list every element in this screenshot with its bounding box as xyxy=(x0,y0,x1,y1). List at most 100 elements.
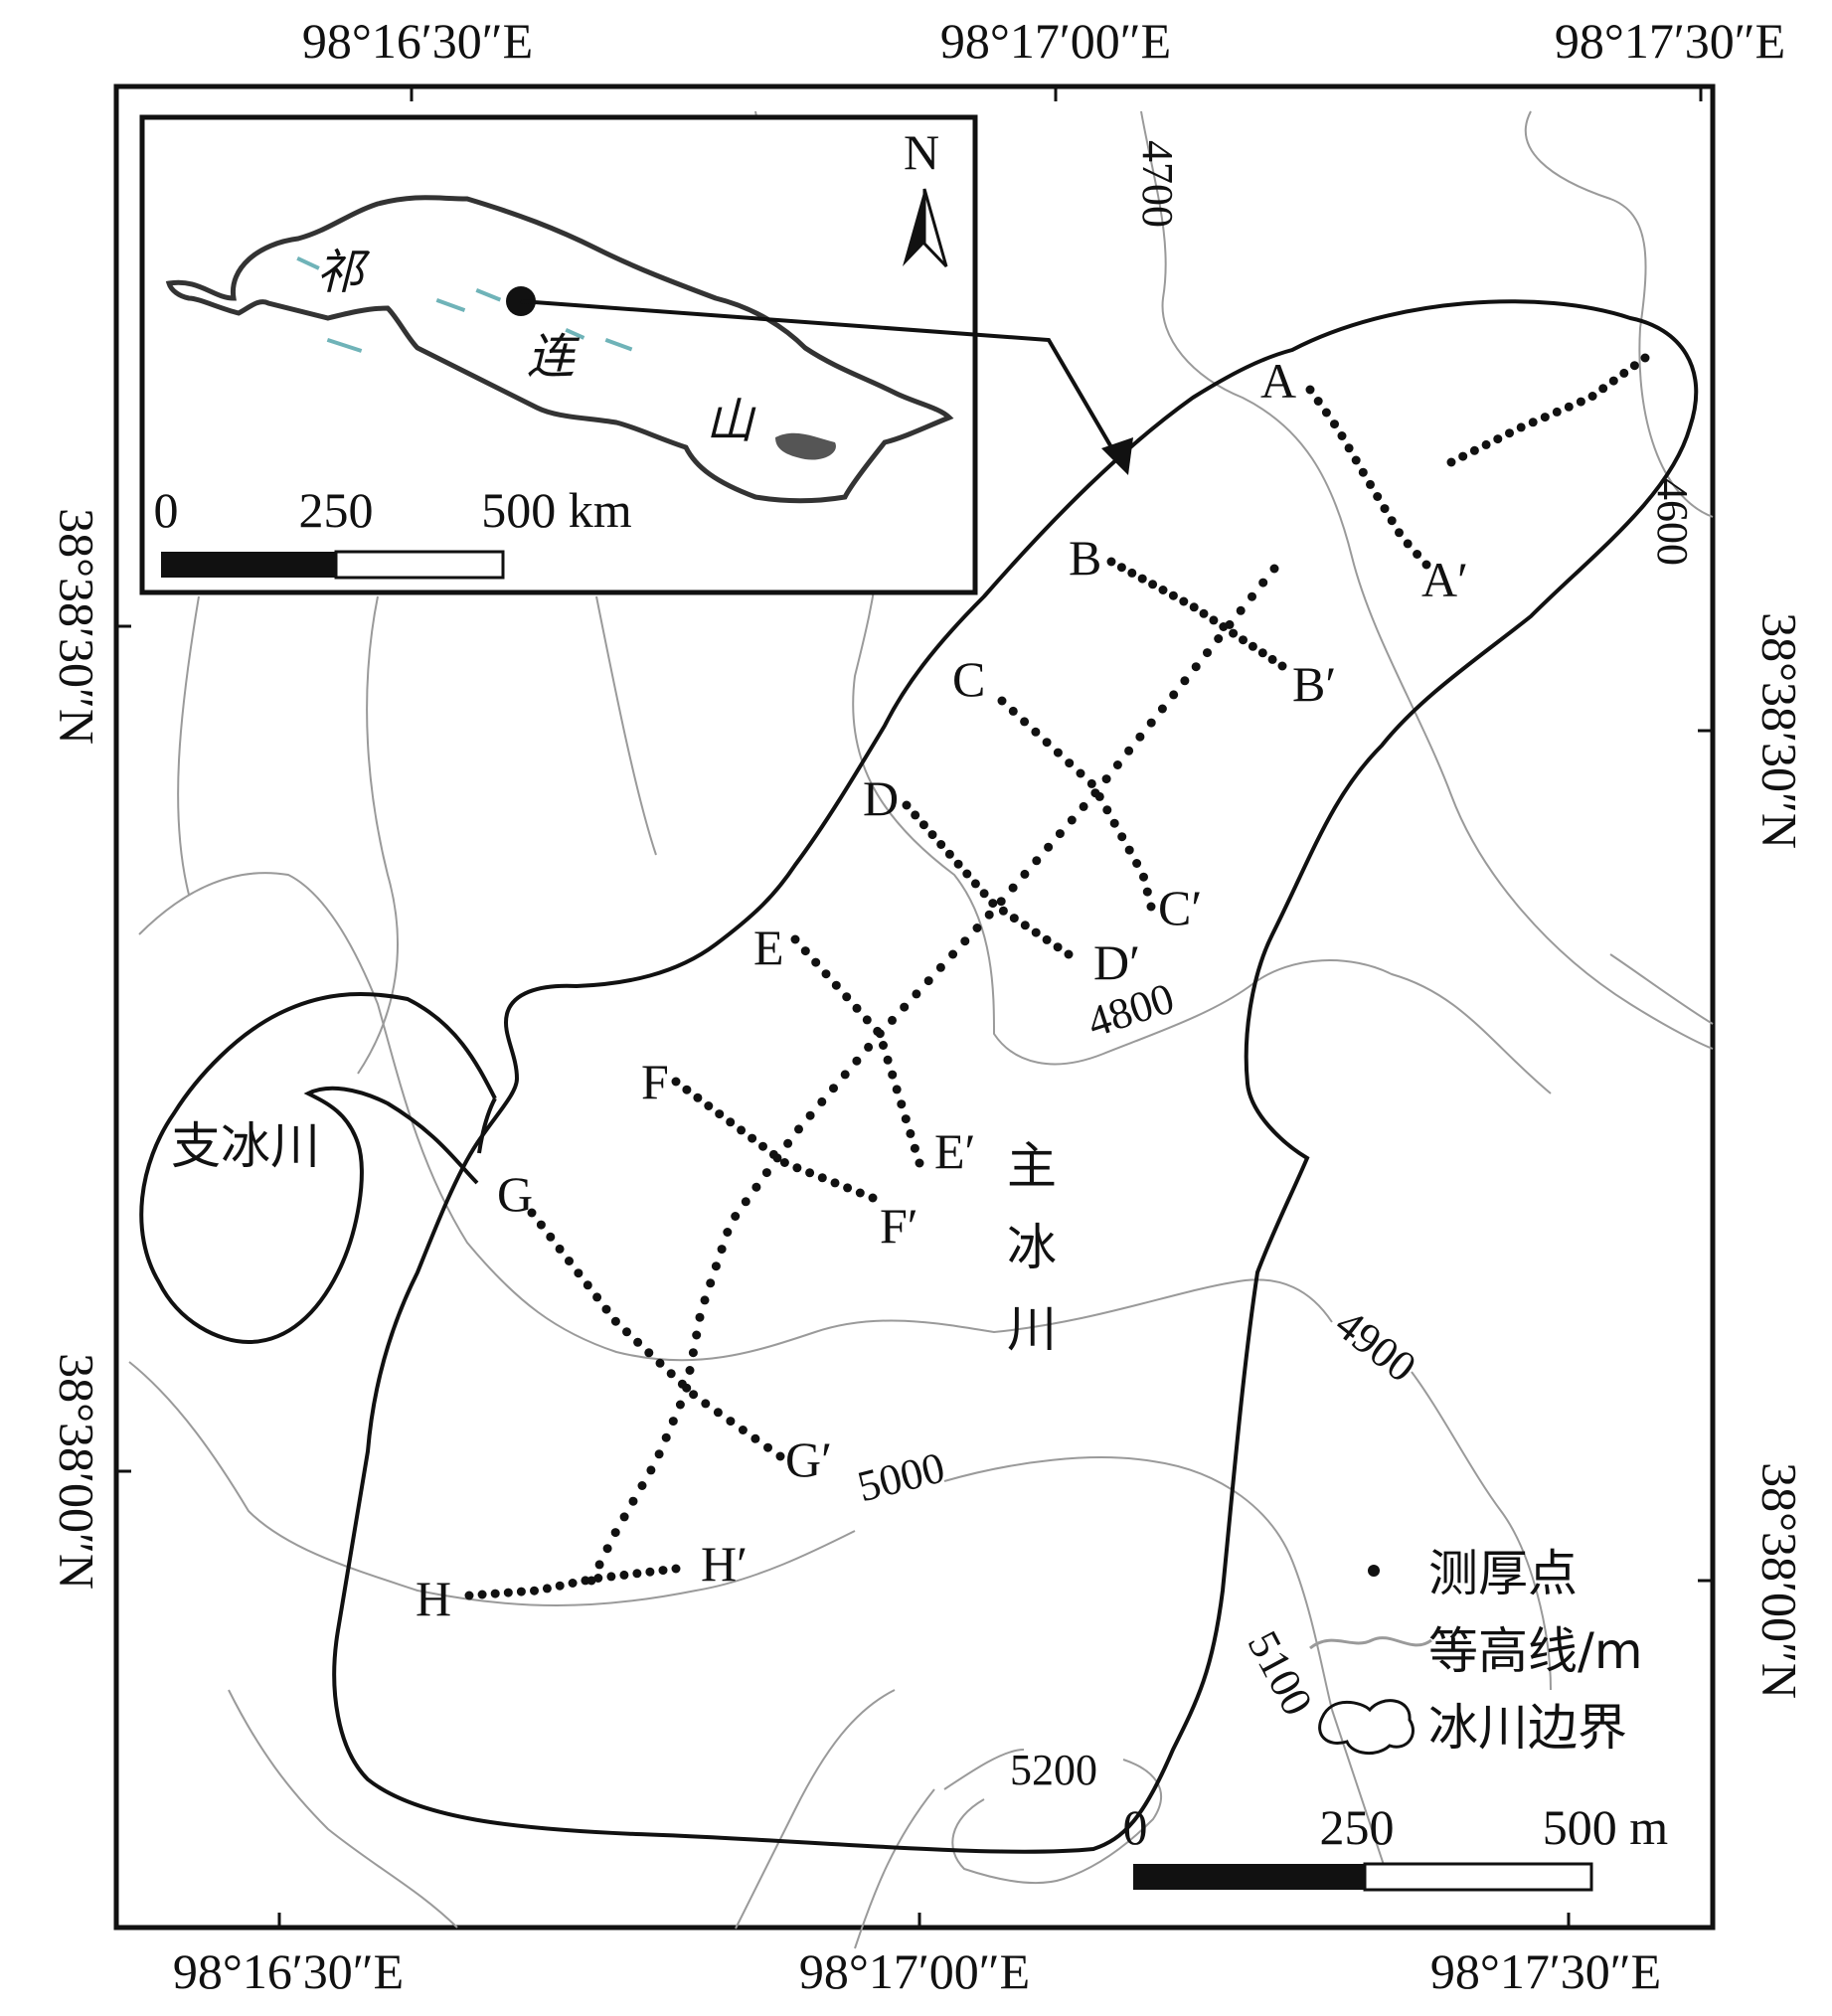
thickness-point xyxy=(689,1390,699,1400)
thickness-point xyxy=(1619,368,1629,378)
thickness-point xyxy=(671,1564,681,1574)
contour-bottom-1 xyxy=(854,1788,935,1949)
thickness-point xyxy=(1458,451,1468,461)
contour-4800-b xyxy=(1251,959,1552,1094)
thickness-point xyxy=(875,1029,885,1039)
thickness-point xyxy=(1199,608,1209,618)
thickness-point xyxy=(1640,353,1650,363)
thickness-point xyxy=(490,1589,500,1598)
thickness-point xyxy=(912,989,921,999)
thickness-point xyxy=(1101,774,1111,784)
thickness-point xyxy=(1493,434,1503,444)
thickness-point xyxy=(1258,578,1268,588)
thickness-point xyxy=(843,1183,853,1193)
thickness-point xyxy=(840,1070,850,1080)
thickness-point xyxy=(685,1366,695,1375)
thickness-point xyxy=(805,1110,815,1120)
thickness-point xyxy=(644,1348,654,1358)
thickness-point xyxy=(1020,717,1030,727)
thickness-point xyxy=(910,1143,919,1153)
top-lon-1: 98°16′30″E xyxy=(302,13,533,69)
thickness-point xyxy=(817,1173,827,1183)
profile-label-A: A xyxy=(1260,353,1296,409)
thickness-point xyxy=(763,1442,772,1452)
thickness-point xyxy=(1067,815,1077,825)
inset-dark-patch xyxy=(775,432,836,460)
profile-label-A-prime: A′ xyxy=(1421,552,1468,607)
thickness-point xyxy=(1564,402,1574,412)
thickness-point xyxy=(693,1092,703,1102)
thickness-point xyxy=(915,1158,924,1168)
thickness-point xyxy=(1124,845,1134,855)
thickness-point xyxy=(723,1228,733,1237)
thickness-point xyxy=(1042,934,1052,944)
thickness-point xyxy=(602,1544,612,1554)
thickness-point xyxy=(988,899,998,909)
thickness-point xyxy=(923,976,933,986)
thickness-point xyxy=(715,1109,725,1119)
legend-label-points: 测厚点 xyxy=(1428,1545,1578,1602)
main-glacier-label-1: 主 xyxy=(1007,1137,1057,1195)
thickness-point xyxy=(542,1584,552,1594)
thickness-point xyxy=(1146,902,1156,912)
coordinate-labels: 98°16′30″E 98°17′00″E 98°17′30″E 98°16′3… xyxy=(50,13,1808,1999)
thickness-point xyxy=(1132,859,1142,868)
thickness-point xyxy=(555,1581,565,1591)
profile-label-B: B xyxy=(1069,530,1101,586)
thickness-point xyxy=(1528,418,1538,427)
inset-label-lian: 连 xyxy=(527,329,581,385)
thickness-point xyxy=(1380,504,1390,514)
thickness-point xyxy=(794,1124,803,1134)
map-scale-250: 250 xyxy=(1320,1799,1395,1855)
thickness-point xyxy=(906,1128,916,1138)
main-glacier-boundary xyxy=(332,299,1699,1854)
location-arrow-line xyxy=(520,299,1123,466)
thickness-point xyxy=(464,1591,474,1600)
thickness-point xyxy=(998,906,1008,916)
thickness-point xyxy=(619,1570,629,1580)
thickness-point xyxy=(750,1433,760,1443)
thickness-point xyxy=(593,1574,603,1583)
thickness-point xyxy=(1267,654,1277,664)
thickness-point xyxy=(1214,634,1224,643)
thickness-point xyxy=(1540,413,1550,422)
thickness-point xyxy=(1305,385,1315,395)
thickness-point xyxy=(811,957,821,967)
thickness-point xyxy=(790,934,800,944)
thickness-point xyxy=(1239,635,1248,645)
thickness-point xyxy=(645,1567,655,1577)
thickness-point xyxy=(601,1304,611,1314)
legend-contour-icon xyxy=(1309,1636,1432,1650)
profile-labels: A A′ B B′ C C′ D D′ E E′ F F′ G G′ H H′ xyxy=(416,353,1468,1626)
contour-left-3 xyxy=(177,595,200,896)
thickness-point xyxy=(1481,439,1491,449)
thickness-point xyxy=(1008,883,1018,893)
bottom-lon-2: 98°17′00″E xyxy=(799,1943,1030,1999)
thickness-point xyxy=(527,1208,537,1218)
thickness-point xyxy=(868,1193,878,1203)
thickness-point xyxy=(1127,568,1137,578)
map-scale-bar: 0 250 500 m xyxy=(1123,1799,1668,1892)
thickness-point xyxy=(1090,788,1100,798)
thickness-point xyxy=(1189,602,1199,612)
legend: 测厚点 等高线/m 冰川边界 xyxy=(1309,1545,1643,1757)
thickness-point xyxy=(1042,738,1052,748)
thickness-point xyxy=(748,1133,757,1143)
thickness-point xyxy=(1505,428,1514,438)
thickness-point xyxy=(842,992,852,1002)
profile-label-E-prime: E′ xyxy=(934,1123,975,1179)
thickness-point xyxy=(1031,727,1041,737)
thickness-point xyxy=(668,1417,678,1427)
thickness-point xyxy=(996,897,1006,907)
profile-label-E: E xyxy=(753,920,784,975)
legend-label-boundary: 冰川边界 xyxy=(1428,1699,1627,1757)
thickness-point xyxy=(692,1330,702,1340)
thickness-point xyxy=(936,840,946,849)
thickness-point xyxy=(821,969,831,979)
bottom-lon-3: 98°17′30″E xyxy=(1430,1943,1661,1999)
thickness-point xyxy=(530,1586,539,1596)
thickness-point xyxy=(1009,914,1019,924)
contour-left-2 xyxy=(595,595,657,856)
thickness-point xyxy=(1157,704,1167,714)
thickness-point xyxy=(864,1042,874,1052)
